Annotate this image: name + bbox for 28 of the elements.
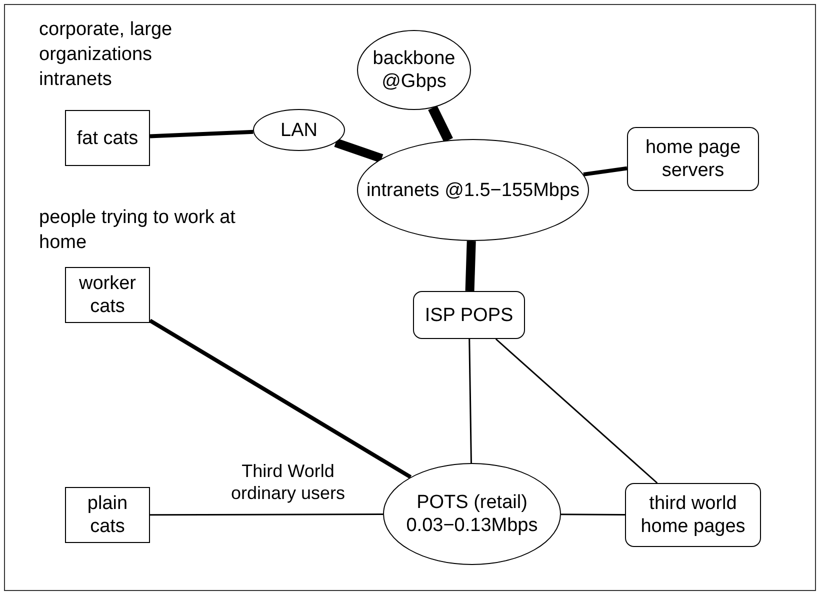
connector-line <box>583 166 628 176</box>
node-label: plain cats <box>86 492 129 538</box>
user-box <box>627 127 759 191</box>
node-label: home page servers <box>644 136 742 182</box>
connector-line <box>150 130 254 138</box>
node-label: intranets @1.5−155Mbps <box>365 178 581 202</box>
node-label: ISP POPS <box>424 304 514 326</box>
user-box <box>413 291 525 339</box>
user-box <box>65 110 150 166</box>
group-caption: people trying to work at home <box>39 206 236 255</box>
user-box <box>65 487 150 543</box>
node-label: third world home pages <box>640 492 746 538</box>
connector-line <box>468 338 472 464</box>
connector-line <box>334 138 384 163</box>
node-label: LAN <box>280 118 318 142</box>
group-caption: corporate, large organizations intranets <box>39 18 174 92</box>
node-label: backbone @Gbps <box>372 47 456 93</box>
node-label: worker cats <box>78 272 137 318</box>
node-label: POTS (retail) 0.03−0.13Mbps <box>405 491 539 537</box>
connector-line <box>495 338 658 484</box>
user-box <box>65 267 150 323</box>
connector-line <box>150 514 383 516</box>
network-ellipse <box>253 109 345 151</box>
connector-line <box>465 240 476 292</box>
connector-line <box>148 318 412 479</box>
connector-line <box>561 514 625 516</box>
node-label: fat cats <box>76 126 140 150</box>
user-box <box>625 483 761 547</box>
